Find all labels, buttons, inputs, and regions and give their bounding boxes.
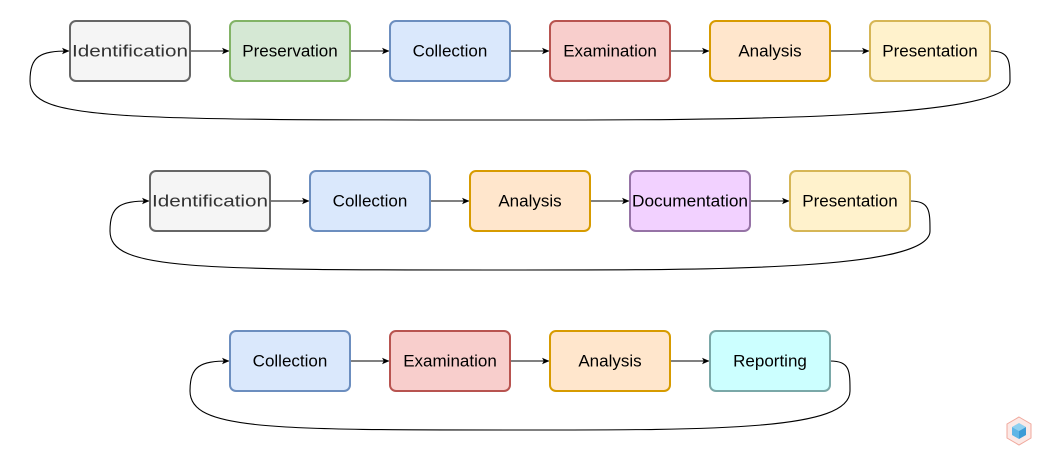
process-step-box bbox=[149, 170, 271, 232]
process-step: Presentation bbox=[869, 20, 991, 82]
process-step: Preservation bbox=[229, 20, 351, 82]
process-step-box bbox=[709, 330, 831, 392]
process-step-label: Identification bbox=[152, 192, 268, 211]
process-step-label: Presentation bbox=[882, 42, 977, 61]
process-step: Identification bbox=[69, 20, 191, 82]
process-step: Analysis bbox=[469, 170, 591, 232]
process-step-box bbox=[389, 20, 511, 82]
process-step: Examination bbox=[549, 20, 671, 82]
process-step-box bbox=[549, 20, 671, 82]
process-step-label: Documentation bbox=[632, 192, 748, 211]
process-step-box bbox=[709, 20, 831, 82]
feedback-loop-arrow bbox=[109, 197, 931, 271]
process-step: Identification bbox=[149, 170, 271, 232]
process-step-box bbox=[869, 20, 991, 82]
process-step-label: Analysis bbox=[578, 352, 641, 371]
process-step: Collection bbox=[389, 20, 511, 82]
process-step-label: Collection bbox=[333, 192, 408, 211]
process-step-box bbox=[229, 20, 351, 82]
cube-logo-icon bbox=[1006, 416, 1032, 446]
process-step-label: Collection bbox=[413, 42, 488, 61]
feedback-loop-arrow bbox=[29, 47, 1011, 121]
process-step: Collection bbox=[309, 170, 431, 232]
process-step-label: Analysis bbox=[738, 42, 801, 61]
process-step-label: Preservation bbox=[242, 42, 337, 61]
process-step: Examination bbox=[389, 330, 511, 392]
process-step: Presentation bbox=[789, 170, 911, 232]
flow-row: Collection Examination Analysis Reporting bbox=[189, 330, 851, 431]
process-step-box bbox=[629, 170, 751, 232]
process-step-box bbox=[309, 170, 431, 232]
flow-row: Identification Preservation Collection Exam… bbox=[29, 20, 1011, 121]
process-step: Collection bbox=[229, 330, 351, 392]
process-step: Reporting bbox=[709, 330, 831, 392]
process-step-box bbox=[549, 330, 671, 392]
process-step: Analysis bbox=[549, 330, 671, 392]
process-step-box bbox=[69, 20, 191, 82]
process-step: Analysis bbox=[709, 20, 831, 82]
process-step-label: Reporting bbox=[733, 352, 807, 371]
process-step-label: Examination bbox=[403, 352, 497, 371]
process-step-label: Presentation bbox=[802, 192, 897, 211]
process-step-label: Collection bbox=[253, 352, 328, 371]
feedback-loop-arrow bbox=[189, 357, 851, 431]
process-step-box bbox=[229, 330, 351, 392]
process-step: Documentation bbox=[629, 170, 751, 232]
process-step-label: Identification bbox=[72, 42, 188, 61]
process-step-box bbox=[389, 330, 511, 392]
process-step-label: Analysis bbox=[498, 192, 561, 211]
process-step-label: Examination bbox=[563, 42, 657, 61]
process-step-box bbox=[469, 170, 591, 232]
process-step-box bbox=[789, 170, 911, 232]
flow-row: Identification Collection Analysis Document… bbox=[109, 170, 931, 271]
